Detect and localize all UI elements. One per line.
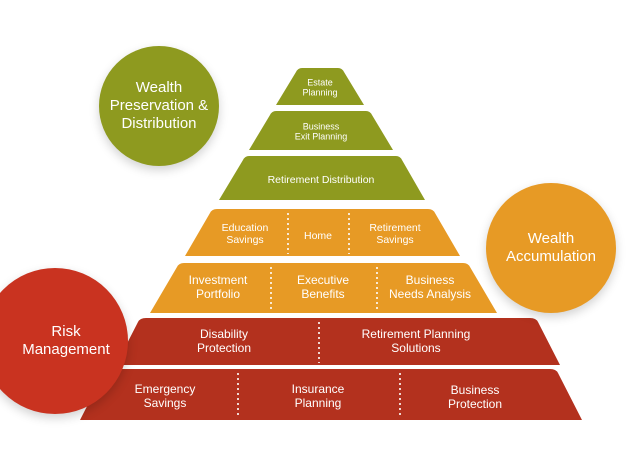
tier-retirement-distribution <box>219 156 425 200</box>
risk-management-circle: Risk Management <box>0 268 128 414</box>
tier-business-exit-planning <box>249 111 393 150</box>
wealth-accumulation-circle: Wealth Accumulation <box>486 183 616 313</box>
tier-row-savings <box>185 209 460 256</box>
tier-row-foundation <box>80 369 582 420</box>
wealth-preservation-circle: Wealth Preservation & Distribution <box>99 46 219 166</box>
retirement-distribution-label: Retirement Distribution <box>267 173 375 186</box>
tier-estate-planning <box>276 68 364 105</box>
tier-row-investment <box>150 263 497 313</box>
home-label: Home <box>303 229 333 242</box>
tier-row-protection <box>116 318 560 365</box>
